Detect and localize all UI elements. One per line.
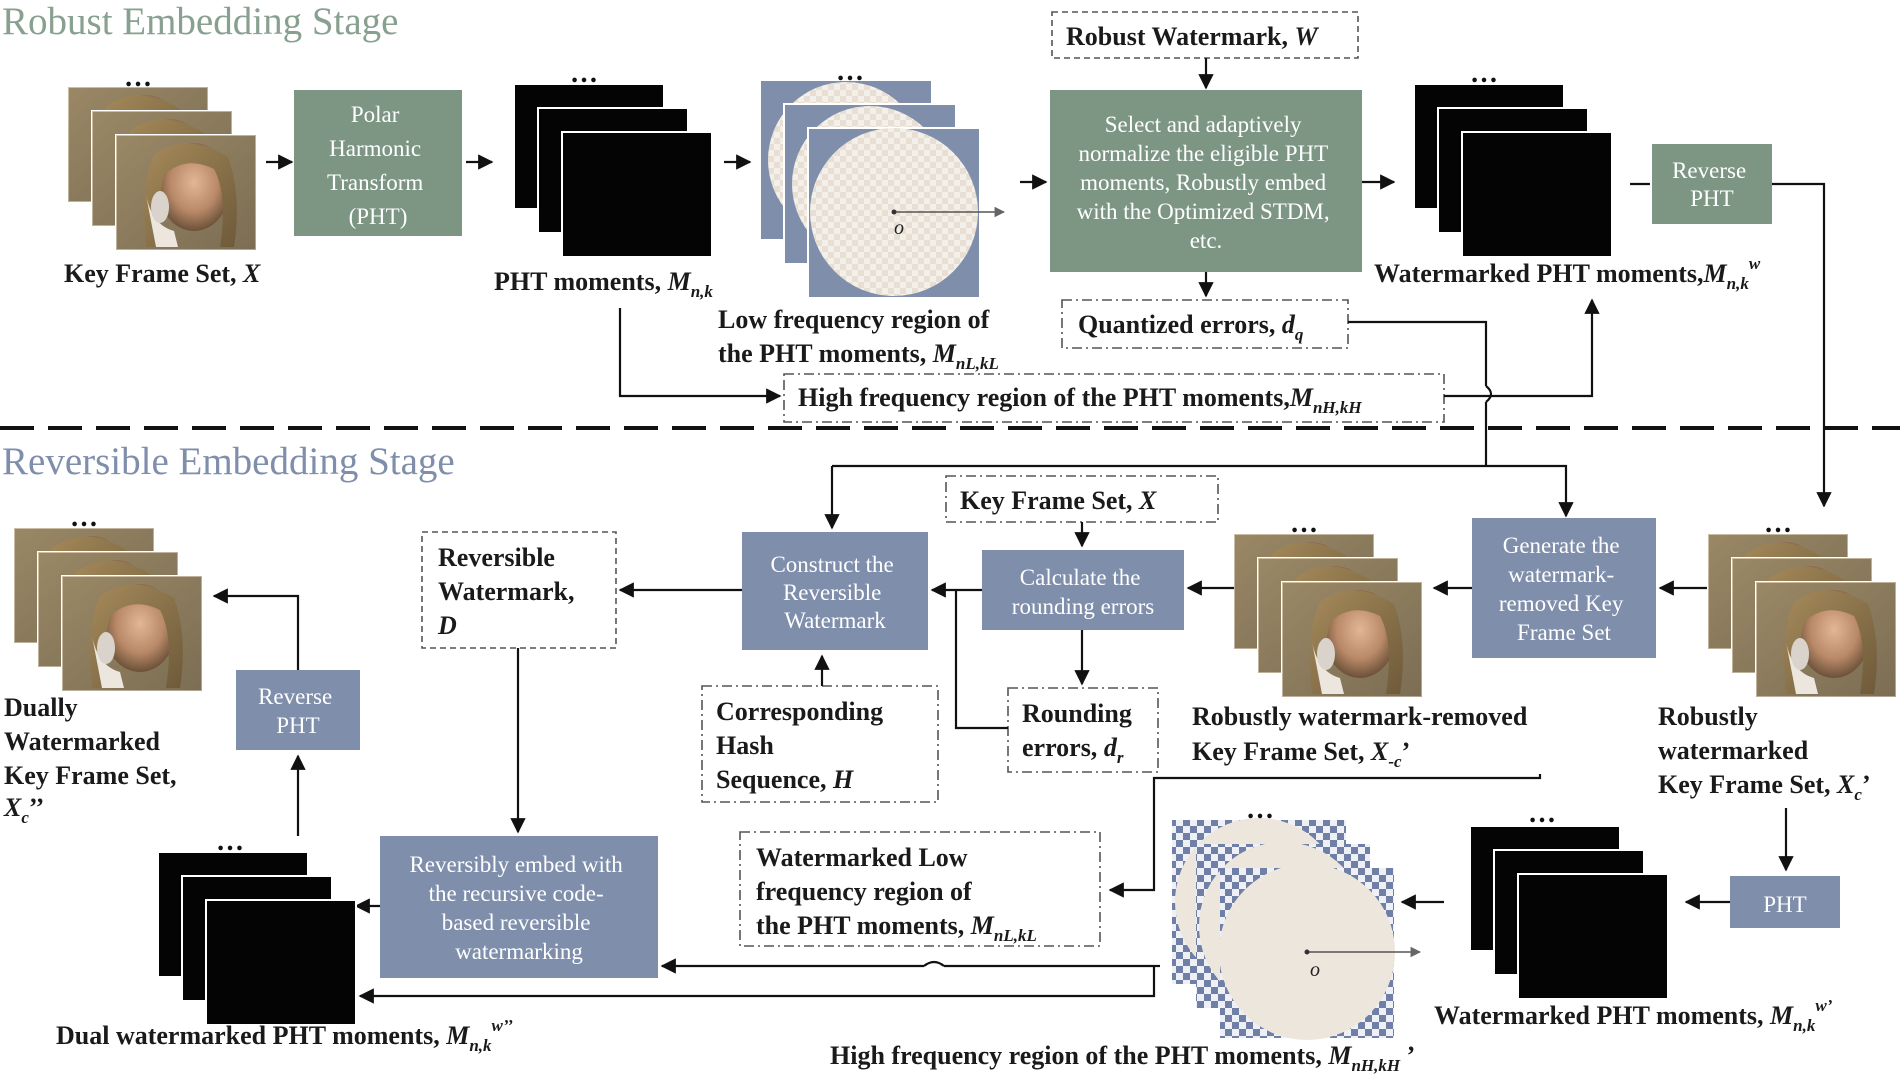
reversibly-embed-text: Reversibly embed with the recursive code…: [409, 852, 628, 964]
hash-label-2: Hash: [716, 731, 774, 760]
hash-label: Corresponding: [716, 697, 883, 726]
pht-moments-frames: …: [513, 58, 713, 258]
high-frequency-label-2: High frequency region of the PHT moments…: [830, 1041, 1415, 1075]
ellipsis: …: [70, 502, 98, 533]
robust-embed-text: Select and adaptively normalize the elig…: [1077, 112, 1336, 253]
robust-watermark-label: Robust Watermark, W: [1066, 22, 1319, 51]
generate-removed-set-box: [1472, 518, 1656, 658]
dual-moments-label: Dual watermarked PHT moments, Mn,kw’’: [56, 1016, 513, 1055]
reversible-watermark-var: D: [437, 611, 457, 640]
watermarked-pht-moments-frames: …: [1413, 58, 1613, 258]
ellipsis: …: [1290, 508, 1318, 539]
reversible-watermark-label-2: Watermark,: [438, 577, 574, 606]
key-frame-set-label: Key Frame Set, X: [64, 259, 261, 288]
watermarked-pht-moments-frames-2: …: [1469, 798, 1669, 1000]
robust-set-label: Robustly: [1658, 702, 1758, 731]
ellipsis: …: [836, 56, 864, 87]
robust-watermark-box: [1051, 11, 1359, 59]
high-frequency-box: [783, 373, 1445, 423]
ellipsis: …: [1764, 508, 1792, 539]
robust-set-label-3: Key Frame Set, Xc’: [1658, 770, 1871, 804]
robust-set-label-2: watermarked: [1658, 736, 1809, 765]
ellipsis: …: [216, 826, 244, 857]
quantized-errors-box: [1061, 299, 1349, 349]
dually-set-label: Dually: [4, 693, 78, 722]
watermarked-moments-label-2: Watermarked PHT moments, Mn,kw’: [1434, 996, 1833, 1035]
generate-text: Generate the watermark- removed Key Fram…: [1499, 533, 1629, 645]
ellipsis: …: [1470, 58, 1498, 89]
reverse-pht-box-top: [1652, 144, 1772, 224]
key-frame-set-box: [945, 475, 1219, 523]
pht-box-text: PHT: [1763, 892, 1806, 917]
rounding-errors-label: Rounding: [1022, 699, 1132, 728]
origin-label-2: o: [1310, 959, 1320, 981]
low-frequency-region-graphic: o …: [759, 56, 1006, 299]
key-frame-set-label-2: Key Frame Set, X: [960, 486, 1157, 515]
pht-moments-label: PHT moments, Mn,k: [494, 267, 713, 301]
robust-stage-title: Robust Embedding Stage: [2, 0, 398, 43]
removed-set-label: Robustly watermark-removed: [1192, 702, 1528, 731]
reverse-pht-text-top: Reverse PHT: [1672, 158, 1752, 211]
watermarked-low-label-3: the PHT moments, MnL,kL: [756, 911, 1037, 945]
rounding-errors-label-2: errors, dr: [1022, 733, 1124, 767]
ellipsis: …: [1246, 794, 1274, 825]
watermarked-pht-moments-label: Watermarked PHT moments,Mn,kw: [1374, 254, 1761, 293]
ellipsis: …: [1528, 798, 1556, 829]
pht-transform-text: Polar Harmonic Transform (PHT): [327, 102, 429, 229]
rounding-errors-box: [1007, 687, 1159, 773]
calculate-rounding-errors-box: [982, 550, 1184, 630]
watermarked-low-region-box: [739, 831, 1101, 947]
hash-sequence-box: [701, 685, 939, 803]
dual-watermarked-moments-frames: …: [157, 826, 357, 1026]
key-frame-set-photos: …: [67, 62, 257, 251]
dually-set-label-2: Watermarked: [4, 727, 161, 756]
ellipsis: …: [570, 58, 598, 89]
watermarked-low-label: Watermarked Low: [756, 843, 968, 872]
high-frequency-label: High frequency region of the PHT moments…: [798, 383, 1362, 417]
low-frequency-label: Low frequency region of: [718, 305, 990, 334]
removed-set-label-2: Key Frame Set, X-c’: [1192, 737, 1410, 771]
dually-set-label-4: Xc’’: [3, 793, 44, 827]
low-frequency-label-2: the PHT moments, MnL,kL: [718, 339, 999, 373]
origin-label: o: [894, 217, 904, 239]
hash-label-3: Sequence, H: [716, 765, 854, 794]
quantized-errors-label: Quantized errors, dq: [1078, 310, 1304, 344]
calculate-text: Calculate the rounding errors: [1012, 565, 1154, 619]
dually-watermarked-frames: …: [13, 502, 203, 692]
pht-box: [1730, 876, 1840, 928]
ellipsis: …: [124, 62, 152, 93]
reversible-watermark-label: Reversible: [438, 543, 555, 572]
dually-set-label-3: Key Frame Set,: [4, 761, 177, 790]
construct-reversible-watermark-box: [742, 532, 928, 650]
reversible-watermark-box: [421, 531, 617, 649]
robust-embed-box: [1050, 90, 1362, 272]
reversibly-embed-box: [380, 836, 658, 978]
pht-transform-box: [294, 90, 462, 236]
robustly-watermarked-frames: …: [1707, 508, 1897, 698]
reverse-pht-box-bottom: [236, 670, 360, 750]
reverse-pht-text-bottom: Reverse PHT: [258, 684, 338, 738]
watermarked-low-label-2: frequency region of: [756, 877, 972, 906]
watermark-removed-frames: …: [1233, 508, 1423, 698]
reversible-stage-title: Reversible Embedding Stage: [2, 440, 455, 483]
construct-text: Construct the Reversible Watermark: [770, 552, 899, 633]
high-frequency-region-graphic: o …: [1172, 794, 1422, 1040]
